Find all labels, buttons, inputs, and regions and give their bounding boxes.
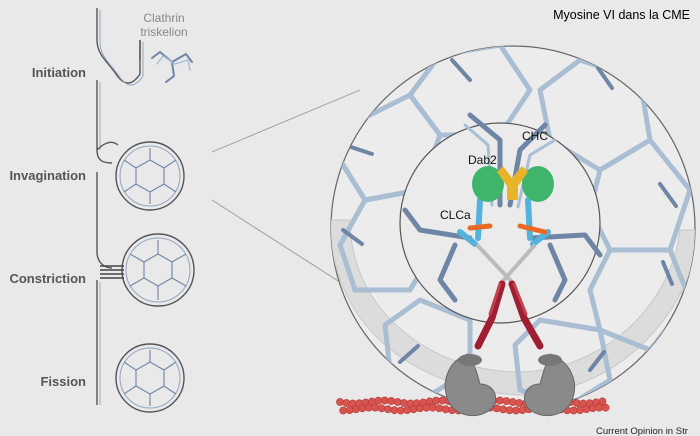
stage-label-constriction: Constriction xyxy=(9,271,86,286)
dab2-shape xyxy=(497,166,528,200)
gray-tethers xyxy=(476,244,536,284)
stage-label-fission: Fission xyxy=(40,374,86,389)
triskelion-label-line2: triskelion xyxy=(140,25,187,39)
zoom-lines xyxy=(211,89,361,296)
invagination-vesicle xyxy=(96,141,185,211)
stage-label-initiation: Initiation xyxy=(32,65,86,80)
fission-vesicle xyxy=(115,343,185,413)
dynamin-rings xyxy=(100,265,124,279)
callout-chc: CHC xyxy=(522,129,548,143)
membrane-line xyxy=(96,8,144,405)
constriction-vesicle xyxy=(100,233,195,307)
callout-clca: CLCa xyxy=(440,208,471,222)
stage-label-invagination: Invagination xyxy=(9,168,86,183)
triskelion-label-line1: Clathrin xyxy=(143,11,184,25)
magnified-coat xyxy=(330,45,696,411)
triskelion-icon xyxy=(151,50,193,83)
figure-title: Myosine VI dans la CME xyxy=(553,8,690,22)
callout-dab2: Dab2 xyxy=(468,153,497,167)
footer-caption: Current Opinion in Str xyxy=(596,426,688,436)
myosin-chains xyxy=(474,280,544,350)
green-domains xyxy=(472,166,554,202)
orange-linkers xyxy=(467,223,548,235)
myosin-motor-heads xyxy=(444,353,575,416)
